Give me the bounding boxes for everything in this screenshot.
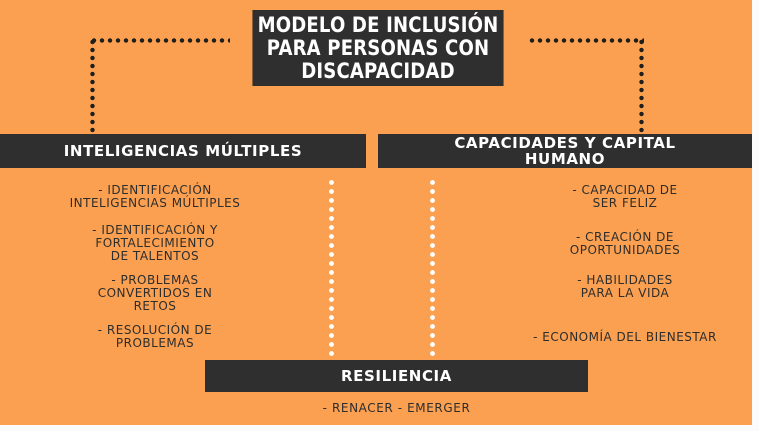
title-box: MODELO DE INCLUSIÓN PARA PERSONAS CON DI… (252, 10, 504, 86)
heading-bottom-text: RESILIENCIA (341, 367, 452, 385)
divider-right (430, 178, 435, 356)
right-item: - CREACIÓN DE OPORTUNIDADES (569, 230, 681, 257)
left-item: - IDENTIFICACIÓN INTELIGENCIAS MÚLTIPLES (69, 183, 241, 210)
heading-left-box: INTELIGENCIAS MÚLTIPLES (0, 134, 366, 168)
connector-top-right (528, 38, 644, 43)
bottom-items-text: - RENACER - EMERGER (322, 401, 471, 415)
connector-top-left (90, 38, 230, 43)
connector-right-vertical (639, 38, 644, 134)
right-item: - ECONOMÍA DEL BIENESTAR (533, 330, 717, 344)
heading-right-text: CAPACIDADES Y CAPITAL HUMANO (454, 134, 676, 168)
left-item: - PROBLEMAS CONVERTIDOS EN RETOS (97, 273, 213, 313)
right-item: - CAPACIDAD DE SER FELIZ (572, 183, 678, 210)
heading-right-box: CAPACIDADES Y CAPITAL HUMANO (378, 134, 752, 168)
right-item: - HABILIDADES PARA LA VIDA (577, 273, 673, 300)
divider-left (329, 178, 334, 356)
title-text: MODELO DE INCLUSIÓN PARA PERSONAS CON DI… (257, 12, 499, 83)
left-item: - RESOLUCIÓN DE PROBLEMAS (97, 323, 213, 350)
left-item: - IDENTIFICACIÓN Y FORTALECIMIENTO DE TA… (92, 223, 218, 263)
heading-left-text: INTELIGENCIAS MÚLTIPLES (63, 142, 303, 160)
heading-bottom-box: RESILIENCIA (205, 360, 588, 392)
diagram-canvas: MODELO DE INCLUSIÓN PARA PERSONAS CON DI… (0, 0, 752, 425)
connector-left-vertical (90, 38, 95, 134)
